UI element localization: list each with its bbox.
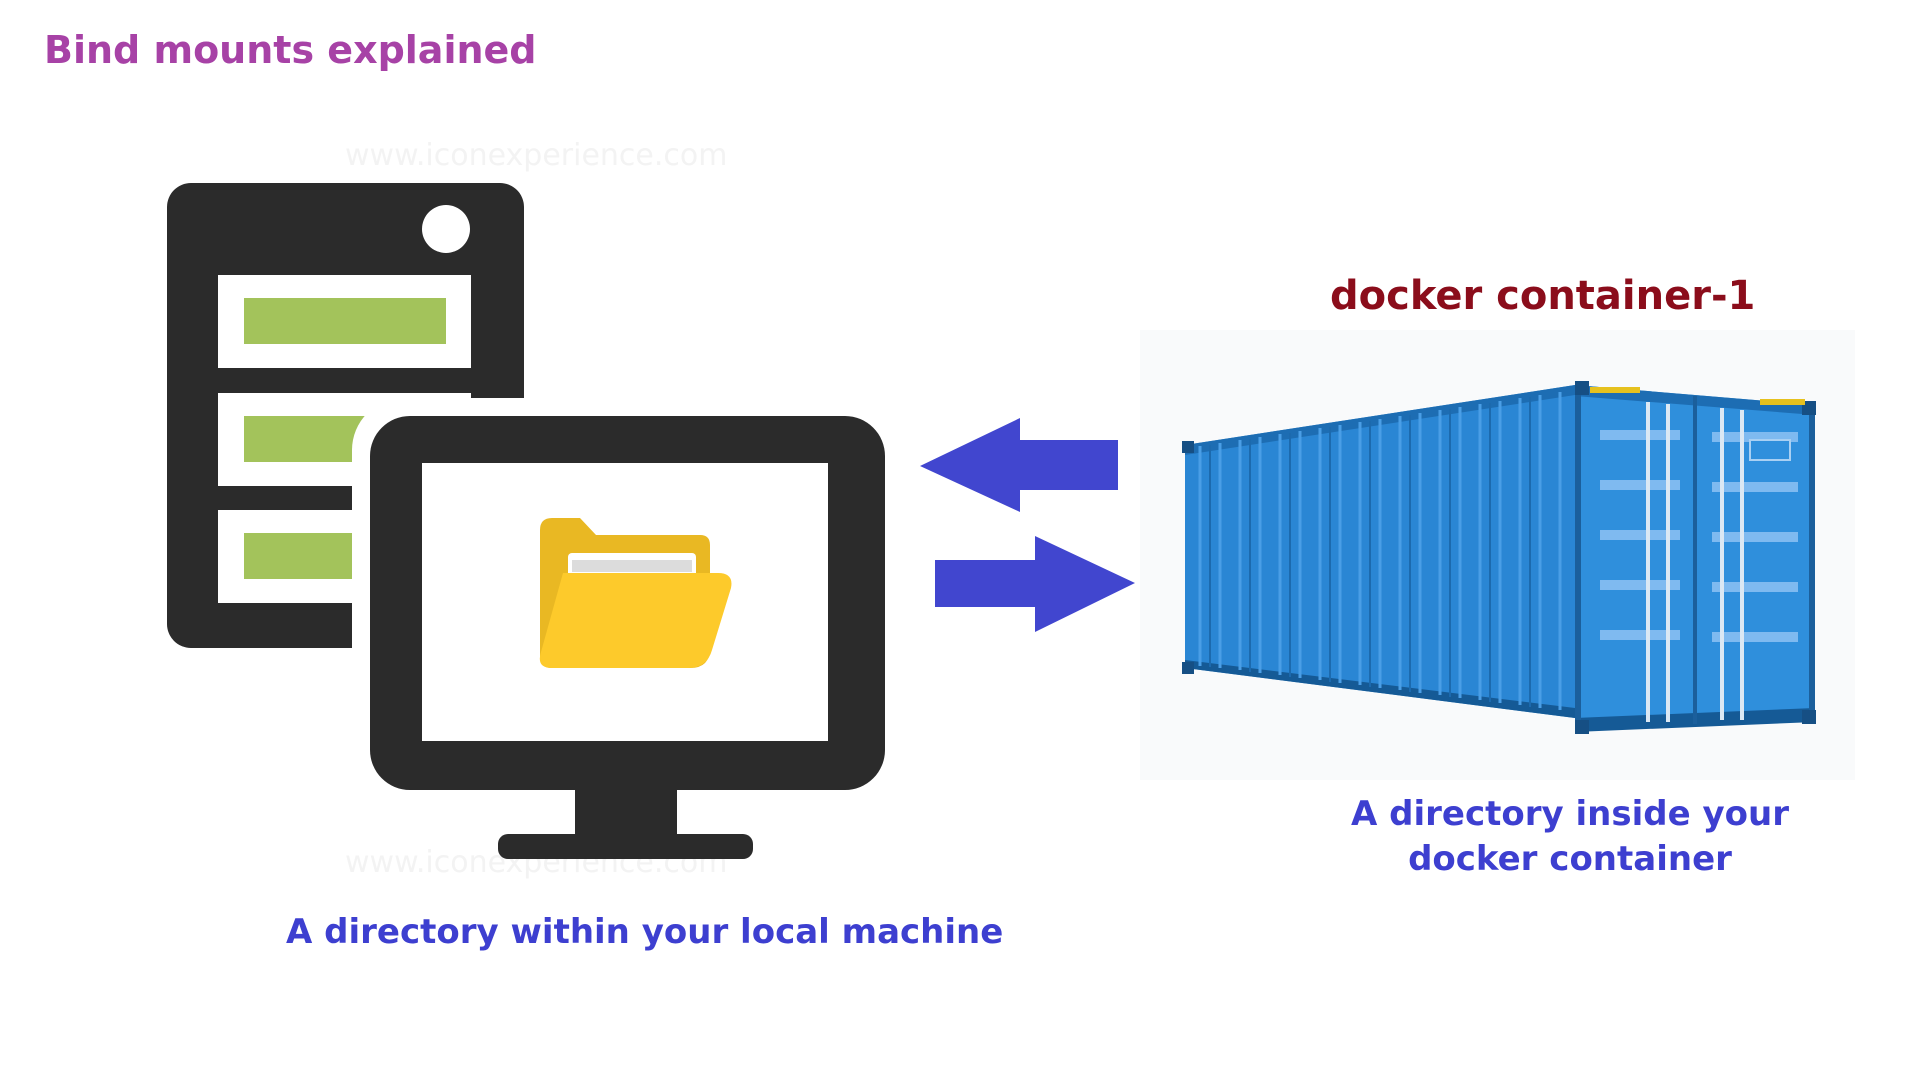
server-icon [167,183,524,648]
watermark-top: www.iconexperience.com [345,138,728,173]
diagram-title: Bind mounts explained [44,28,537,72]
arrow-right-icon [935,536,1135,632]
local-machine-caption: A directory within your local machine [286,912,1004,952]
container-title: docker container-1 [1330,273,1756,319]
folder-icon [539,518,732,668]
arrow-left-icon [920,418,1118,512]
docker-container-caption: A directory inside your docker container [1351,794,1789,879]
shipping-container-image [1182,381,1816,734]
